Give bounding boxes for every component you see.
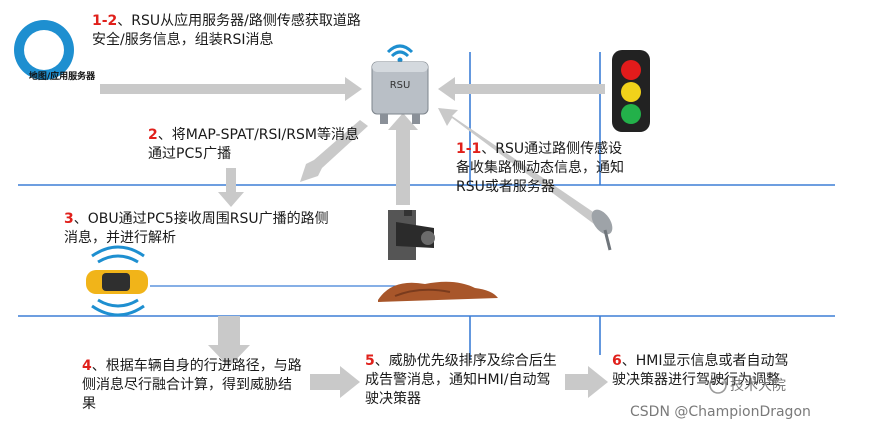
step-5-number: 5 (365, 353, 375, 369)
traffic-light-icon (612, 50, 650, 132)
step-6-number: 6 (612, 353, 622, 369)
step-1-1-text: 1-1、RSU通过路侧传感设备收集路侧动态信息，通知RSU或者服务器 (456, 140, 626, 197)
arrow-step5-to-step6 (565, 366, 608, 398)
step-4-body: 、根据车辆自身的行进路径，与路侧消息尽行融合计算，得到威胁结果 (82, 358, 302, 412)
step-1-1-number: 1-1 (456, 141, 482, 157)
step-5-body: 、威胁优先级排序及综合后生成告警消息，通知HMI/自动驾驶决策器 (365, 353, 557, 407)
radar-dish-icon (591, 209, 613, 251)
step-4-number: 4 (82, 358, 92, 374)
step-1-2-number: 1-2 (92, 13, 118, 29)
watermark-logo-icon (709, 376, 727, 394)
arrow-camera-to-rsu (388, 113, 418, 205)
server-label: 地图/应用服务器 (28, 72, 96, 82)
flow-arrows (100, 77, 608, 398)
camera-icon (388, 210, 435, 260)
step-6-text: 6、HMI显示信息或者自动驾驶决策器进行驾驶行为调整 (612, 352, 796, 390)
step-3-text: 3、OBU通过PC5接收周围RSU广播的路侧消息，并进行解析 (64, 210, 334, 248)
rsu-label: RSU (389, 80, 411, 91)
step-1-2-text: 1-2、RSU从应用服务器/路侧传感获取道路安全/服务信息，组装RSI消息 (92, 12, 362, 50)
server-circle-icon (14, 20, 74, 80)
rsu-device (371, 44, 429, 124)
step-4-text: 4、根据车辆自身的行进路径，与路侧消息尽行融合计算，得到威胁结果 (82, 357, 304, 414)
step-1-1-body: 、RSU通过路侧传感设备收集路侧动态信息，通知RSU或者服务器 (456, 141, 624, 195)
arrow-radar-to-rsu (438, 108, 602, 224)
arrow-obu-to-compute (208, 316, 250, 367)
step-2-text: 2、将MAP-SPAT/RSI/RSM等消息通过PC5广播 (148, 126, 366, 164)
watermark-title: 技术大院 (730, 378, 786, 394)
road-obstacle-icon (378, 281, 498, 302)
step-2-body: 、将MAP-SPAT/RSI/RSM等消息通过PC5广播 (148, 127, 359, 162)
arrow-down-to-obu (218, 168, 244, 207)
arrow-step4-to-step5 (310, 366, 360, 398)
step-6-body: 、HMI显示信息或者自动驾驶决策器进行驾驶行为调整 (612, 353, 789, 388)
arrow-server-to-rsu (100, 77, 362, 101)
arrow-light-to-rsu (438, 77, 605, 101)
watermark-credit: CSDN @ChampionDragon (630, 404, 811, 420)
step-2-number: 2 (148, 127, 158, 143)
step-1-2-body: 、RSU从应用服务器/路侧传感获取道路安全/服务信息，组装RSI消息 (92, 13, 361, 48)
wifi-icon (386, 44, 414, 54)
arrow-rsu-to-down-left (300, 120, 368, 182)
vehicle-obu-icon (86, 245, 148, 317)
step-3-body: 、OBU通过PC5接收周围RSU广播的路侧消息，并进行解析 (64, 211, 329, 246)
step-5-text: 5、威胁优先级排序及综合后生成告警消息，通知HMI/自动驾驶决策器 (365, 352, 557, 409)
step-3-number: 3 (64, 211, 74, 227)
road-lines (18, 52, 835, 360)
